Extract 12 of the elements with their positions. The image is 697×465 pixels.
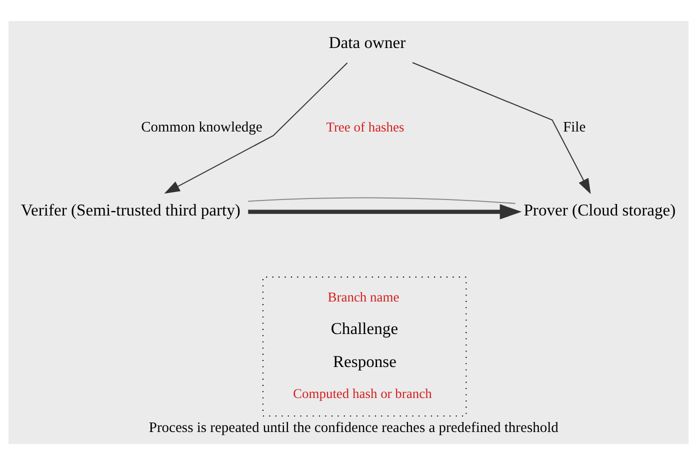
node-text: Data owner [328, 32, 406, 52]
arrow [164, 62, 348, 194]
node-text: Prover (Cloud storage) [524, 200, 676, 220]
node-text: Verifer (Semi-trusted third party) [20, 200, 240, 220]
edge-label: File [563, 120, 586, 136]
caption: Process is repeated until the confidence reaches a predefined threshold [148, 420, 558, 436]
connector [248, 197, 516, 204]
arrow [248, 204, 522, 220]
arrow [412, 62, 591, 194]
edge-label: Common knowledge [141, 120, 262, 136]
node-box: Branch name Challenge Response Computed hash or branch [262, 276, 467, 417]
label: Tree of hashes [326, 119, 404, 134]
